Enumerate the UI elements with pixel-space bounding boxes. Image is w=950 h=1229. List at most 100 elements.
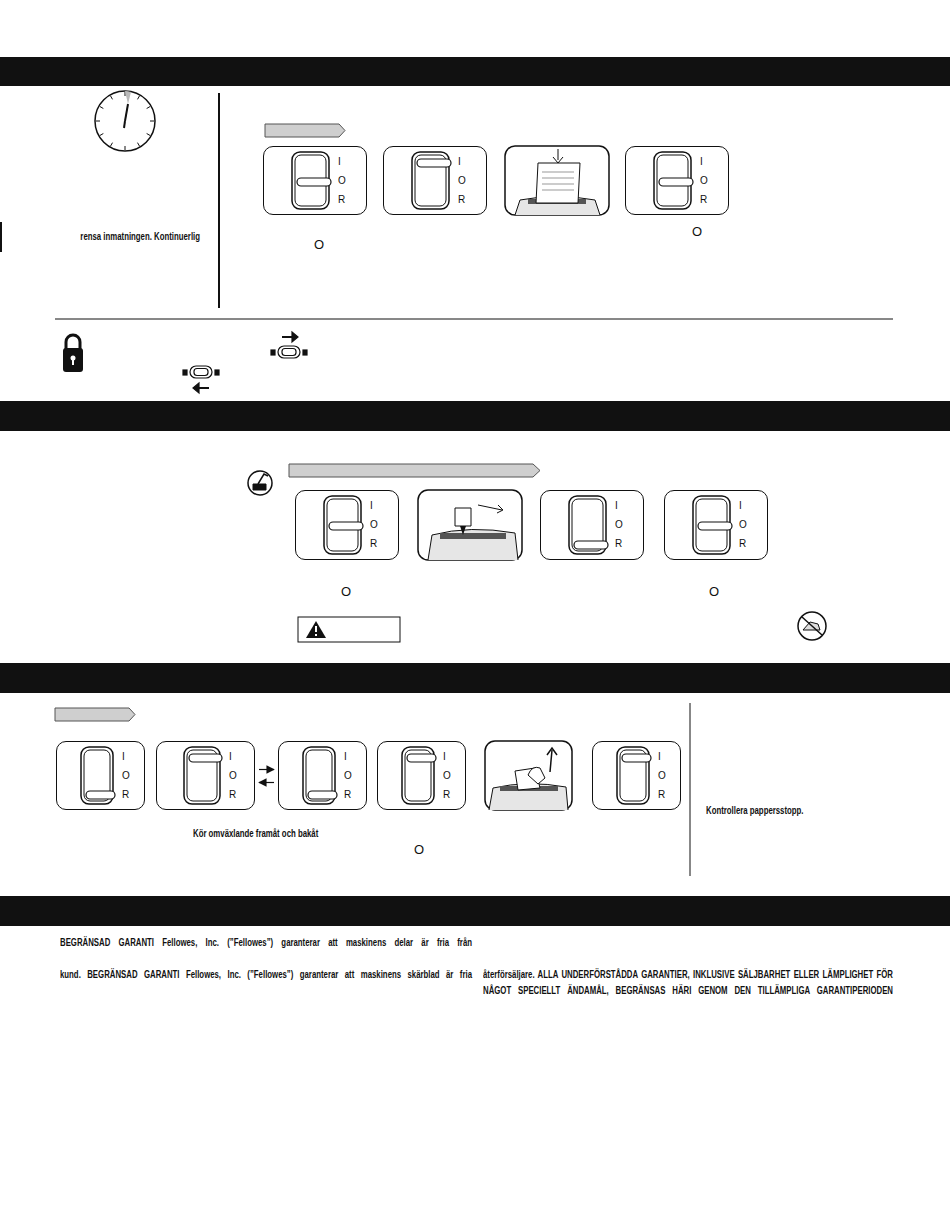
rocker-switch: [86, 791, 115, 799]
switch-panel: IOR: [540, 490, 644, 560]
oiling-illustration: [497, 505, 503, 513]
lock-switch-icon: [183, 332, 307, 393]
switch-position-label: I: [344, 752, 347, 762]
paper-feed-illustration: [536, 163, 580, 203]
switch-position-label: I: [338, 157, 341, 167]
switch-panel: IOR: [56, 741, 145, 810]
no-hands-icon: [798, 612, 826, 640]
warning-box: [315, 634, 317, 636]
switch-position-label: I: [658, 752, 661, 762]
switch-position-label: R: [338, 195, 345, 205]
switch-position-label: O: [739, 520, 747, 530]
switch-position-label: I: [615, 501, 618, 511]
step-tag: [55, 124, 540, 721]
oil-icon: [253, 484, 266, 490]
rocker-switch: [297, 178, 331, 186]
switch-position-label: R: [658, 790, 665, 800]
rocker-switch: [189, 754, 222, 762]
switch-position-label: O: [229, 771, 237, 781]
instruction-text: Kontrollera pappersstopp.: [706, 803, 812, 819]
rocker-switch: [296, 491, 400, 561]
rocker-switch: [57, 742, 146, 811]
clock-icon: [125, 92, 126, 96]
oiling-illustration: [418, 490, 522, 560]
warning-box: [298, 617, 400, 642]
paper-feed-illustration: [542, 190, 574, 191]
switch-panel: IOR: [295, 490, 399, 560]
oil-icon: [258, 474, 268, 484]
off-position-mark: O: [692, 225, 702, 238]
lock-switch-icon: [271, 350, 275, 355]
switch-position-label: I: [700, 157, 703, 167]
clock-icon: [111, 96, 113, 99]
lock-switch-icon: [303, 350, 307, 355]
lock-icon: [63, 335, 83, 372]
warning-box: [315, 626, 317, 632]
warning-box: [298, 617, 400, 642]
switch-position-label: I: [443, 752, 446, 762]
paper-feed-illustration: [558, 149, 559, 160]
paper-pull-illustration: [547, 748, 557, 755]
direction-arrow: [259, 769, 274, 770]
paper-feed-illustration: [542, 172, 574, 190]
switch-panel: IOR: [377, 741, 466, 810]
oiling-illustration: [440, 533, 506, 539]
paper-feed-illustration: [553, 157, 563, 163]
switch-position-label: I: [370, 501, 373, 511]
section-bar: [0, 896, 950, 926]
paper-pull-illustration: [550, 750, 552, 772]
rocker-switch: [264, 147, 368, 216]
lock-icon: [63, 348, 83, 372]
switch-panel: IOR: [592, 741, 681, 810]
lock-switch-icon: [292, 332, 298, 342]
paper-feed-illustration: [542, 178, 574, 179]
clock-icon: [95, 91, 155, 151]
clock-icon: [138, 96, 140, 99]
clock-icon: [95, 91, 155, 151]
instruction-text: Kör omväxlande framåt och bakåt: [193, 826, 331, 842]
section-bar: [0, 57, 950, 926]
rocker-switch: [541, 491, 645, 561]
rocker-switch: [659, 178, 693, 186]
no-hands-icon: [802, 617, 822, 635]
switch-position-label: I: [739, 501, 742, 511]
paper-pull-illustration: [485, 741, 572, 810]
lock-switch-icon: [190, 366, 212, 378]
paper-feed-illustration: [542, 172, 574, 173]
switch-position-label: I: [229, 752, 232, 762]
rule-line: [55, 319, 893, 320]
oil-icon: [248, 471, 272, 495]
rocker-switch: [626, 147, 730, 216]
clock-icon: [125, 104, 128, 121]
step-tag: [55, 708, 135, 721]
warning-box: [306, 621, 326, 638]
lock-switch-icon: [193, 383, 199, 393]
switch-position-label: I: [458, 157, 461, 167]
clock-icon: [138, 143, 140, 146]
rocker-switch: [308, 791, 337, 799]
warranty-text: BEGRÄNSAD GARANTI Fellowes, Inc. (”Fello…: [60, 935, 472, 951]
rocker-switch: [384, 147, 488, 216]
switch-panel: IOR: [664, 490, 768, 560]
rocker-switch: [329, 522, 363, 530]
switch-position-label: R: [344, 790, 351, 800]
off-position-mark: O: [709, 585, 719, 598]
switch-panel: IOR: [263, 146, 367, 215]
oiling-illustration: [418, 490, 522, 560]
switch-panel: IOR: [383, 146, 487, 215]
switch-position-label: O: [700, 176, 708, 186]
paper-feed-illustration: [505, 146, 609, 215]
lock-switch-icon: [215, 370, 219, 375]
rocker-switch: [407, 754, 436, 762]
warranty-text: kund. BEGRÄNSAD GARANTI Fellowes, Inc. (…: [60, 967, 472, 983]
oil-icon: [248, 471, 272, 495]
switch-position-label: R: [615, 539, 622, 549]
step-tag: [265, 124, 345, 137]
switch-position-label: O: [443, 771, 451, 781]
switch-position-label: O: [615, 520, 623, 530]
clock-icon: [96, 92, 154, 150]
rocker-switch: [622, 754, 651, 762]
switch-position-label: R: [229, 790, 236, 800]
clock-icon: [100, 134, 103, 136]
off-position-mark: O: [341, 585, 351, 598]
